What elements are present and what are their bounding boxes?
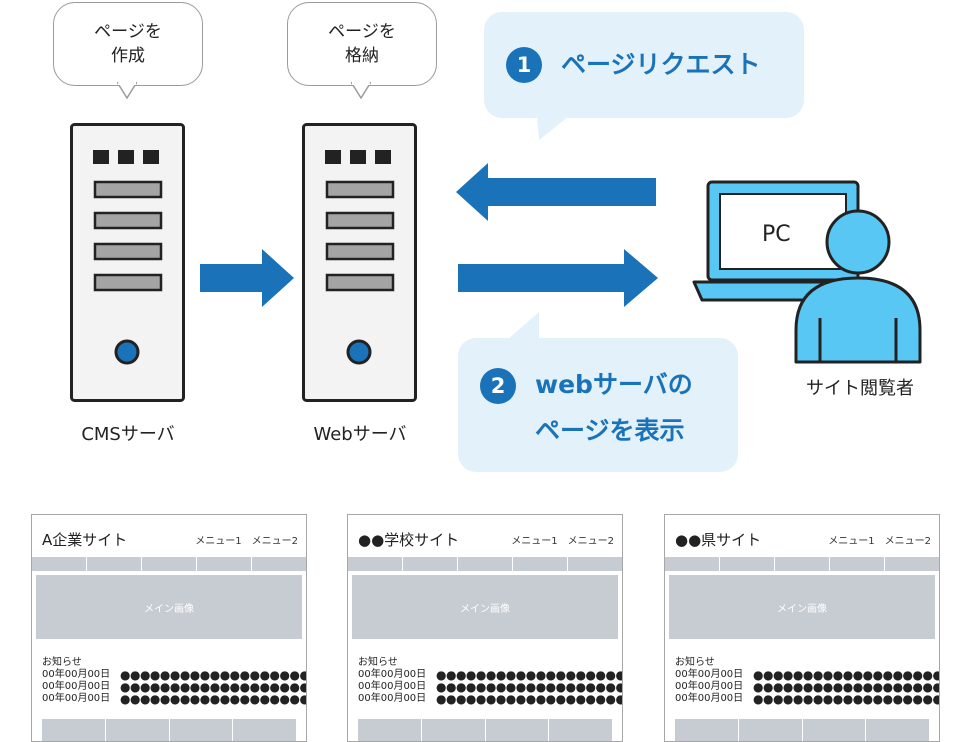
site-nav-bar	[348, 557, 622, 571]
site-title: ●●学校サイト	[358, 531, 460, 549]
site-nav-bar	[665, 557, 939, 571]
site-title: A企業サイト	[42, 531, 128, 549]
news-text: ●●●●●●●●●●●●●●●●●●●●●●	[753, 692, 940, 706]
site-nav-bar	[32, 557, 306, 571]
news-item: 00年00月00日 ●●●●●●●●●●●●●●●●●●●●●●	[675, 692, 940, 706]
site-mockup-prefecture: ●●県サイト メニュー1 メニュー2 メイン画像 お知らせ 00年00月00日 ●●…	[664, 514, 940, 742]
response-bubble	[458, 338, 738, 472]
response-label-line2: ページを表示	[535, 416, 685, 445]
site-hero-image: メイン画像	[669, 575, 935, 639]
cms-server-caption: CMSサーバ	[81, 424, 175, 445]
create-page-bubble: ページを 作成	[53, 2, 203, 86]
news-text: ●●●●●●●●●●●●●●●●●●●●●●	[753, 668, 940, 682]
response-label-line1: webサーバの	[535, 370, 693, 399]
news-date: 00年00月00日	[42, 669, 111, 680]
site-hero-image: メイン画像	[352, 575, 618, 639]
cms-server-icon	[70, 123, 185, 402]
news-text: ●●●●●●●●●●●●●●●●●●●●●●	[436, 692, 623, 706]
menu-1: メニュー1	[828, 536, 875, 547]
create-bubble-tail	[117, 82, 137, 100]
request-bubble-tail	[537, 116, 569, 140]
news-heading: お知らせ	[358, 657, 398, 668]
store-page-bubble: ページを 格納	[287, 2, 437, 86]
news-text: ●●●●●●●●●●●●●●●●●●●●●●	[120, 692, 307, 706]
response-bubble-tail	[507, 312, 539, 340]
pc-label: PC	[762, 222, 791, 247]
menu-1: メニュー1	[511, 536, 558, 547]
news-date: 00年00月00日	[358, 681, 427, 692]
create-bubble-line2: 作成	[111, 46, 145, 66]
site-mockup-school: ●●学校サイト メニュー1 メニュー2 メイン画像 お知らせ 00年00月00日 ●…	[347, 514, 623, 742]
news-date: 00年00月00日	[675, 669, 744, 680]
news-text: ●●●●●●●●●●●●●●●●●●●●●●	[436, 668, 623, 682]
menu-2: メニュー2	[884, 536, 931, 547]
step-1-badge: 1	[506, 47, 542, 83]
site-footer-bar	[42, 719, 296, 741]
news-date: 00年00月00日	[42, 693, 111, 704]
news-item: 00年00月00日 ●●●●●●●●●●●●●●●●●●●●●●	[42, 680, 307, 694]
news-date: 00年00月00日	[358, 669, 427, 680]
news-date: 00年00月00日	[675, 693, 744, 704]
viewer-person-icon	[794, 209, 922, 364]
site-footer-bar	[358, 719, 612, 741]
web-server-icon	[302, 123, 417, 402]
cms-to-web-arrow-icon	[200, 249, 294, 307]
news-item: 00年00月00日 ●●●●●●●●●●●●●●●●●●●●●●	[675, 668, 940, 682]
news-text: ●●●●●●●●●●●●●●●●●●●●●●	[120, 680, 307, 694]
site-footer-bar	[675, 719, 929, 741]
news-text: ●●●●●●●●●●●●●●●●●●●●●●	[753, 680, 940, 694]
news-list: 00年00月00日 ●●●●●●●●●●●●●●●●●●●●●● 00年00月00…	[675, 668, 940, 706]
news-date: 00年00月00日	[358, 693, 427, 704]
news-item: 00年00月00日 ●●●●●●●●●●●●●●●●●●●●●●	[42, 668, 307, 682]
web-server-caption: Webサーバ	[313, 424, 407, 445]
site-menu: メニュー1 メニュー2	[195, 532, 298, 547]
news-date: 00年00月00日	[42, 681, 111, 692]
news-item: 00年00月00日 ●●●●●●●●●●●●●●●●●●●●●●	[675, 680, 940, 694]
request-arrow-icon	[456, 163, 656, 221]
step-2-badge: 2	[480, 368, 516, 404]
news-list: 00年00月00日 ●●●●●●●●●●●●●●●●●●●●●● 00年00月00…	[358, 668, 623, 706]
store-bubble-tail	[351, 82, 371, 100]
site-mockup-company: A企業サイト メニュー1 メニュー2 メイン画像 お知らせ 00年00月00日 ●●…	[31, 514, 307, 742]
site-title: ●●県サイト	[675, 531, 762, 549]
menu-2: メニュー2	[251, 536, 298, 547]
menu-2: メニュー2	[567, 536, 614, 547]
request-label: ページリクエスト	[561, 50, 761, 79]
menu-1: メニュー1	[195, 536, 242, 547]
create-bubble-line1: ページを	[94, 22, 162, 42]
news-item: 00年00月00日 ●●●●●●●●●●●●●●●●●●●●●●	[42, 692, 307, 706]
site-menu: メニュー1 メニュー2	[511, 532, 614, 547]
news-item: 00年00月00日 ●●●●●●●●●●●●●●●●●●●●●●	[358, 692, 623, 706]
site-hero-image: メイン画像	[36, 575, 302, 639]
site-menu: メニュー1 メニュー2	[828, 532, 931, 547]
news-list: 00年00月00日 ●●●●●●●●●●●●●●●●●●●●●● 00年00月00…	[42, 668, 307, 706]
store-bubble-line1: ページを	[328, 22, 396, 42]
news-heading: お知らせ	[675, 657, 715, 668]
response-arrow-icon	[458, 249, 658, 307]
news-text: ●●●●●●●●●●●●●●●●●●●●●●	[120, 668, 307, 682]
laptop-icon	[692, 180, 872, 302]
store-bubble-line2: 格納	[345, 46, 379, 66]
news-item: 00年00月00日 ●●●●●●●●●●●●●●●●●●●●●●	[358, 668, 623, 682]
news-text: ●●●●●●●●●●●●●●●●●●●●●●	[436, 680, 623, 694]
news-item: 00年00月00日 ●●●●●●●●●●●●●●●●●●●●●●	[358, 680, 623, 694]
viewer-caption: サイト閲覧者	[806, 378, 914, 399]
news-heading: お知らせ	[42, 657, 82, 668]
news-date: 00年00月00日	[675, 681, 744, 692]
